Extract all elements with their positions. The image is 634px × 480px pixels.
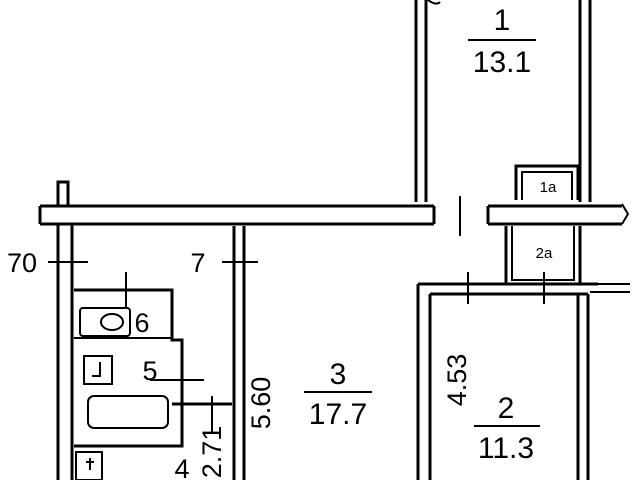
room-3-label: 3 17.7 — [304, 358, 372, 431]
room-1-label: 1 13.1 — [468, 4, 536, 79]
interior-wall-3 — [222, 226, 258, 480]
room-1a-number: 1a — [540, 179, 557, 196]
closet-1a-walls — [514, 164, 580, 200]
dimension-4-53: 4.53 — [442, 354, 472, 407]
corridor-wall — [38, 180, 630, 236]
room-2a-number: 2a — [536, 245, 553, 262]
room-5-number: 5 — [142, 356, 157, 386]
room-1-number: 1 — [494, 4, 511, 37]
room-3-number: 3 — [330, 358, 347, 391]
dimension-70: 70 — [7, 248, 37, 278]
bathroom-block — [74, 272, 232, 480]
room-2-area: 11.3 — [478, 432, 534, 465]
room-2-number: 2 — [498, 392, 515, 425]
sink-icon — [83, 355, 113, 385]
room-2-label: 2 11.3 — [474, 392, 540, 465]
room-1-area: 13.1 — [473, 46, 531, 79]
dimension-2-71: 2.71 — [197, 426, 227, 479]
room-4-number: 4 — [174, 454, 189, 480]
dimension-7: 7 — [190, 248, 205, 278]
room-2-walls — [416, 272, 630, 480]
dimension-5-60: 5.60 — [246, 377, 276, 430]
left-walls — [48, 224, 88, 480]
room-6-number: 6 — [134, 308, 149, 338]
room-3-area: 17.7 — [309, 398, 367, 431]
bathtub-icon — [87, 395, 169, 429]
room-1-walls — [414, 0, 592, 202]
closet-2a-walls — [504, 226, 582, 284]
